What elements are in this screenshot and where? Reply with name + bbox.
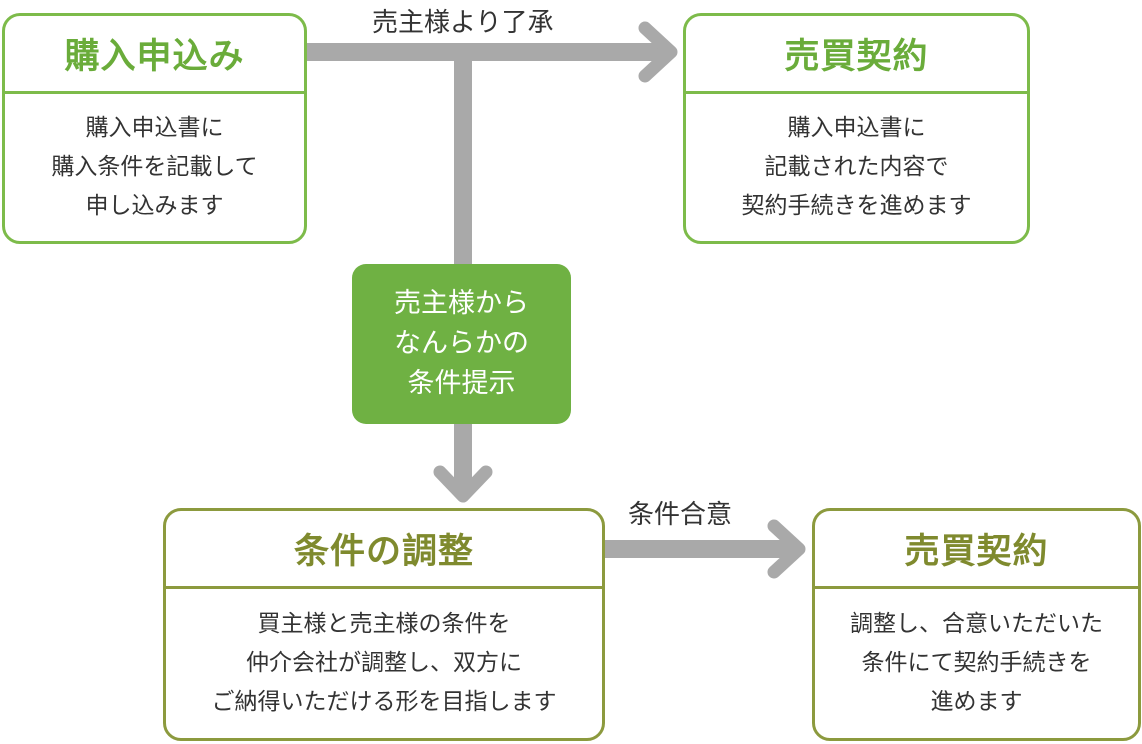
purchase-application-box: 購入申込み 購入申込書に 購入条件を記載して 申し込みます bbox=[2, 13, 307, 244]
body-line: 進めます bbox=[930, 689, 1023, 715]
sales-contract-bottom-box: 売買契約 調整し、合意いただいた 条件にて契約手続きを 進めます bbox=[812, 508, 1141, 741]
body-line: 買主様と売主様の条件を bbox=[257, 611, 511, 637]
top-arrow-head bbox=[638, 21, 678, 83]
body-line: ご納得いただける形を目指します bbox=[211, 689, 557, 715]
center-line: なんらかの bbox=[394, 328, 529, 359]
body-line: 契約手続きを進めます bbox=[741, 193, 972, 219]
sales-contract-top-box: 売買契約 購入申込書に 記載された内容で 契約手続きを進めます bbox=[683, 13, 1030, 244]
body-line: 調整し、合意いただいた bbox=[850, 611, 1103, 637]
purchase-application-body: 購入申込書に 購入条件を記載して 申し込みます bbox=[5, 94, 304, 241]
body-line: 仲介会社が調整し、双方に bbox=[246, 650, 522, 676]
seller-conditions-box: 売主様から なんらかの 条件提示 bbox=[352, 264, 571, 424]
sales-contract-bottom-body: 調整し、合意いただいた 条件にて契約手続きを 進めます bbox=[815, 589, 1138, 738]
sales-contract-top-body: 購入申込書に 記載された内容で 契約手続きを進めます bbox=[686, 94, 1027, 241]
condition-adjustment-body: 買主様と売主様の条件を 仲介会社が調整し、双方に ご納得いただける形を目指します bbox=[166, 589, 602, 738]
purchase-application-title: 購入申込み bbox=[5, 16, 304, 94]
sales-contract-bottom-title: 売買契約 bbox=[815, 511, 1138, 589]
down-arrow-head bbox=[433, 465, 493, 503]
body-line: 購入申込書に bbox=[787, 115, 926, 141]
condition-adjustment-title: 条件の調整 bbox=[166, 511, 602, 589]
body-line: 購入条件を記載して bbox=[51, 154, 258, 180]
body-line: 記載された内容で bbox=[764, 154, 949, 180]
body-line: 購入申込書に bbox=[85, 115, 224, 141]
body-line: 条件にて契約手続きを bbox=[861, 650, 1092, 676]
bottom-arrow-label: 条件合意 bbox=[628, 500, 733, 530]
center-line: 条件提示 bbox=[407, 368, 516, 399]
condition-adjustment-box: 条件の調整 買主様と売主様の条件を 仲介会社が調整し、双方に ご納得いただける形… bbox=[163, 508, 605, 741]
center-line: 売主様から bbox=[394, 288, 529, 319]
body-line: 申し込みます bbox=[85, 193, 224, 219]
sales-contract-top-title: 売買契約 bbox=[686, 16, 1027, 94]
top-arrow-label: 売主様より了承 bbox=[372, 8, 554, 38]
bottom-arrow-head bbox=[767, 519, 806, 579]
